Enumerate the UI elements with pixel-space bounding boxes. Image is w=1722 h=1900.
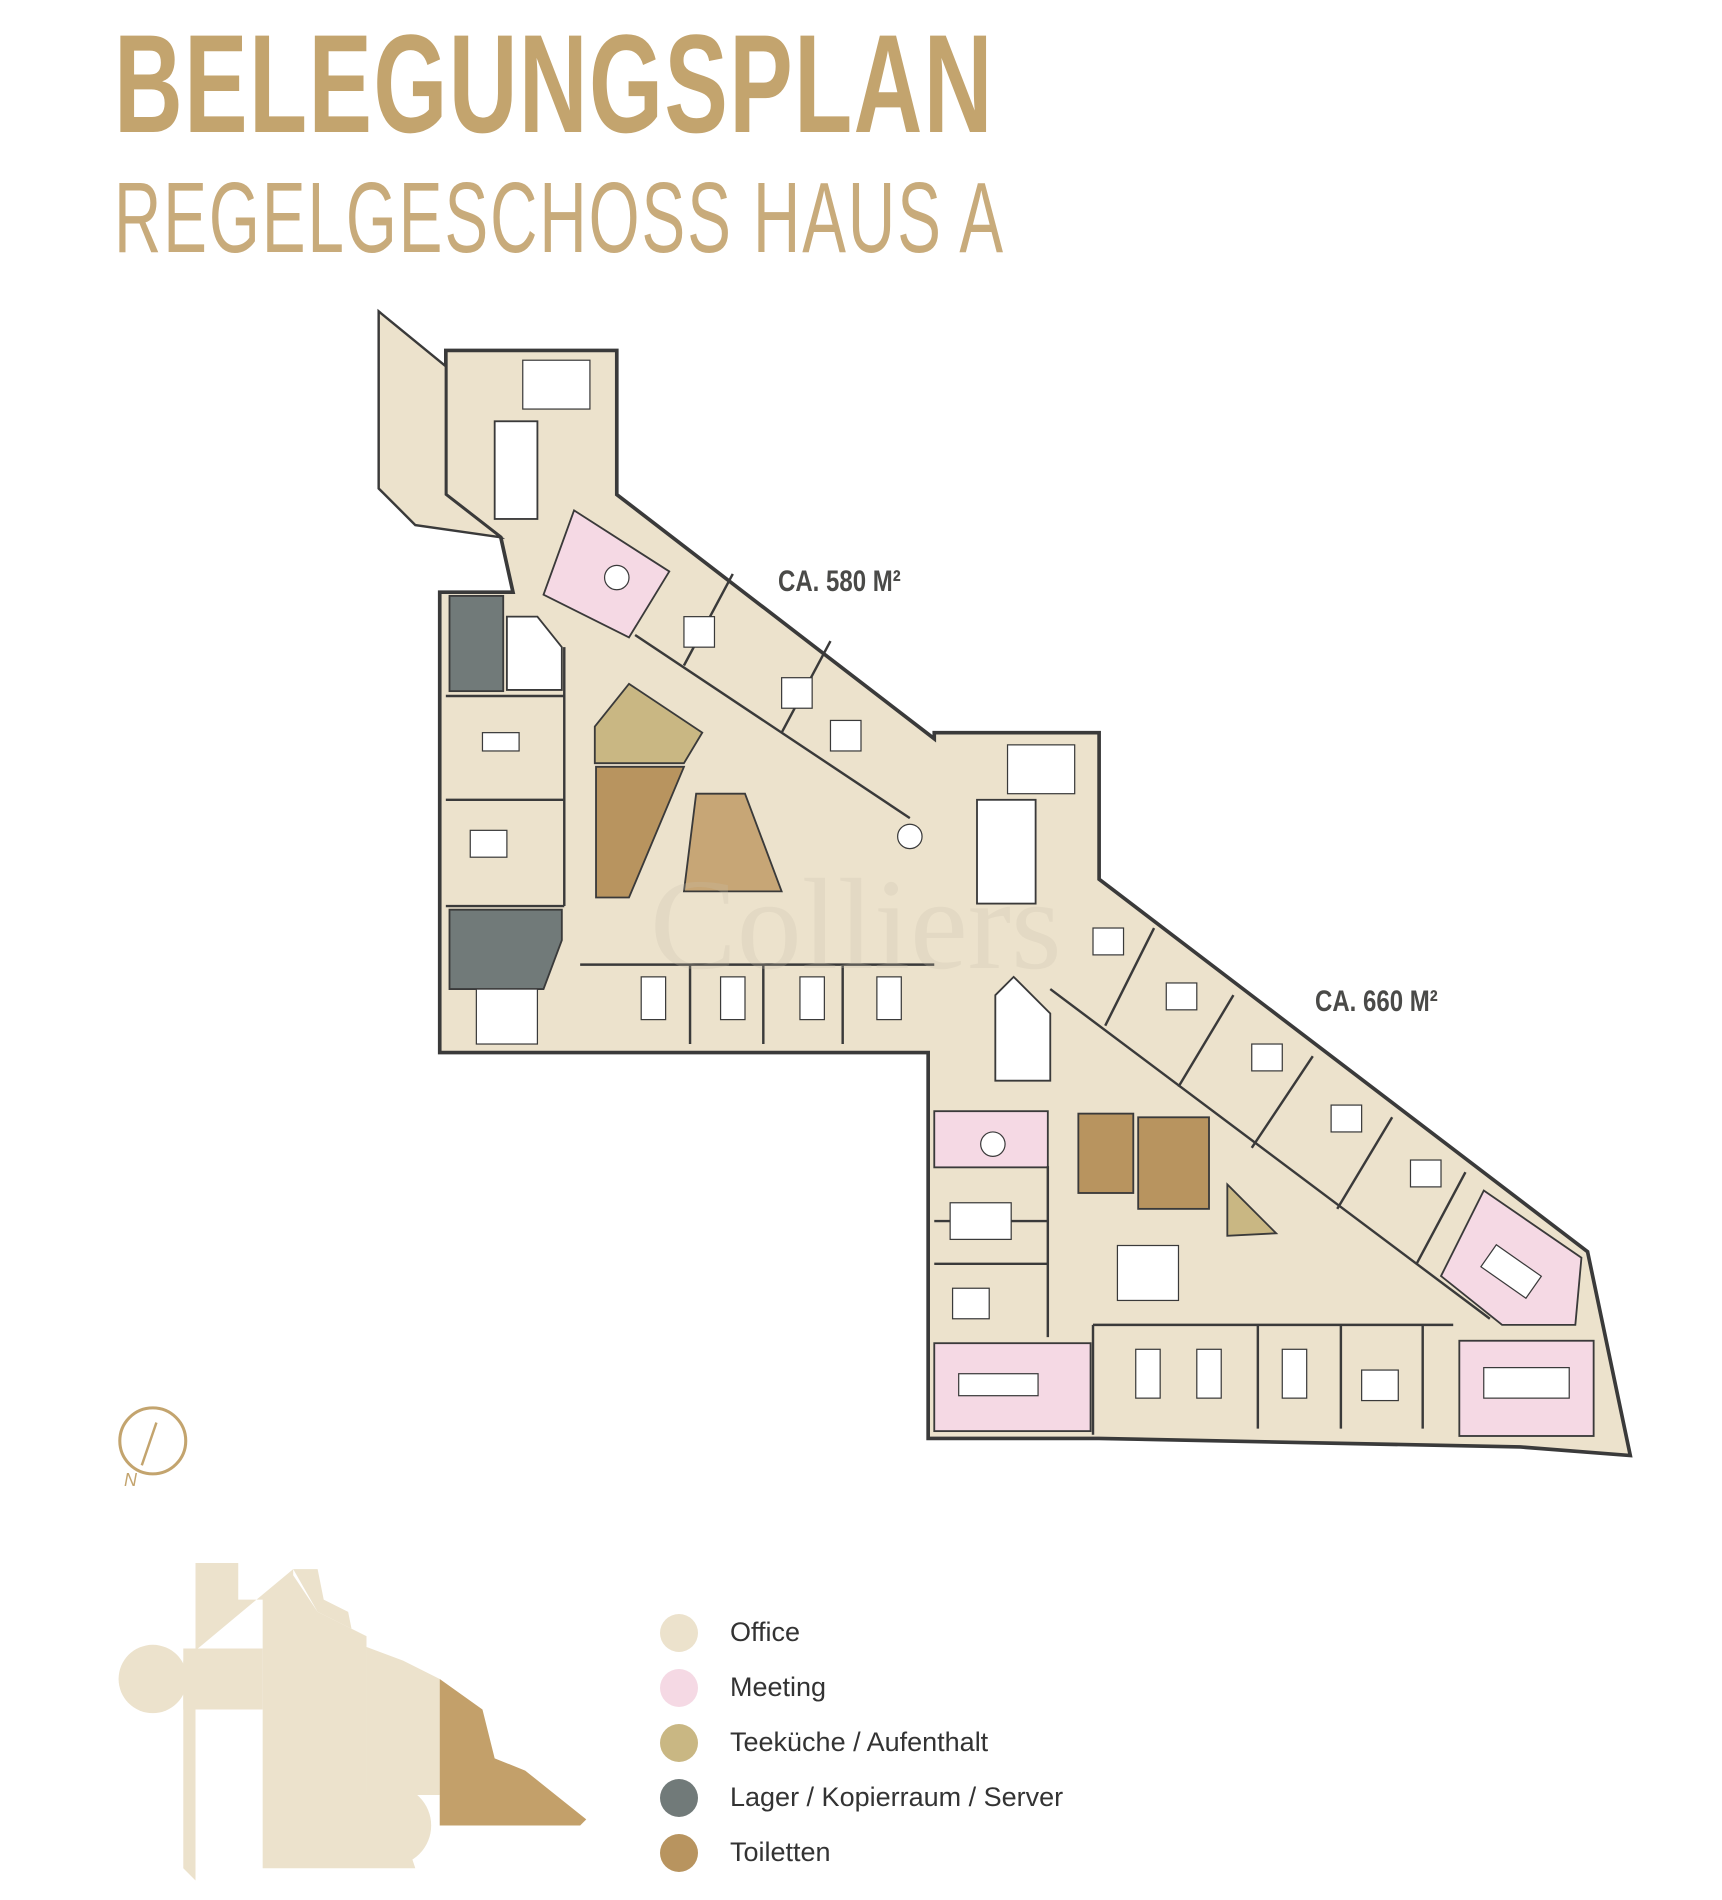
legend-label: Lager / Kopierraum / Server xyxy=(730,1782,1064,1812)
area-label-north: CA. 580 M² xyxy=(778,565,901,598)
legend-item-toilets: Toiletten xyxy=(660,1825,1063,1880)
office-swatch xyxy=(660,1613,698,1652)
stairs xyxy=(475,359,1180,1302)
compass-icon xyxy=(118,1406,188,1476)
legend-item-storage: Lager / Kopierraum / Server xyxy=(660,1770,1063,1825)
void xyxy=(505,615,563,691)
page-title: BELEGUNGSPLAN xyxy=(114,5,994,162)
key-map xyxy=(118,1562,587,1881)
kitchen-swatch xyxy=(660,1723,698,1762)
storage-room xyxy=(448,908,563,990)
storage-swatch xyxy=(660,1778,698,1817)
toilet-room xyxy=(1077,1112,1135,1194)
watermark-logo: Colliers xyxy=(650,853,1062,997)
storage-room xyxy=(448,594,505,693)
compass-north-label: N xyxy=(124,1470,137,1490)
legend: Office Meeting Teeküche / Aufenthalt Lag… xyxy=(660,1605,1063,1880)
legend-label: Meeting xyxy=(730,1672,827,1702)
legend-label: Office xyxy=(730,1617,801,1647)
toilets-swatch xyxy=(660,1833,698,1872)
elevator-core xyxy=(493,420,539,520)
desks xyxy=(469,564,1570,1402)
area-label-south: CA. 660 M² xyxy=(1315,985,1438,1018)
toilet-room xyxy=(595,765,686,899)
toilet-room xyxy=(682,792,783,893)
legend-item-kitchen: Teeküche / Aufenthalt xyxy=(660,1715,1063,1770)
walls xyxy=(445,573,1491,1435)
toilet-room xyxy=(1137,1116,1210,1210)
legend-item-meeting: Meeting xyxy=(660,1660,1063,1715)
kitchen-room xyxy=(593,682,704,765)
legend-label: Toiletten xyxy=(730,1837,831,1867)
meeting-swatch xyxy=(660,1668,698,1707)
kitchen-room xyxy=(1226,1182,1279,1237)
legend-item-office: Office xyxy=(660,1605,1063,1660)
entrance-corridor xyxy=(377,308,506,540)
page-subtitle: REGELGESCHOSS HAUS A xyxy=(114,162,1006,274)
elevator-core xyxy=(976,798,1037,905)
legend-label: Teeküche / Aufenthalt xyxy=(730,1727,989,1757)
void xyxy=(994,975,1052,1082)
